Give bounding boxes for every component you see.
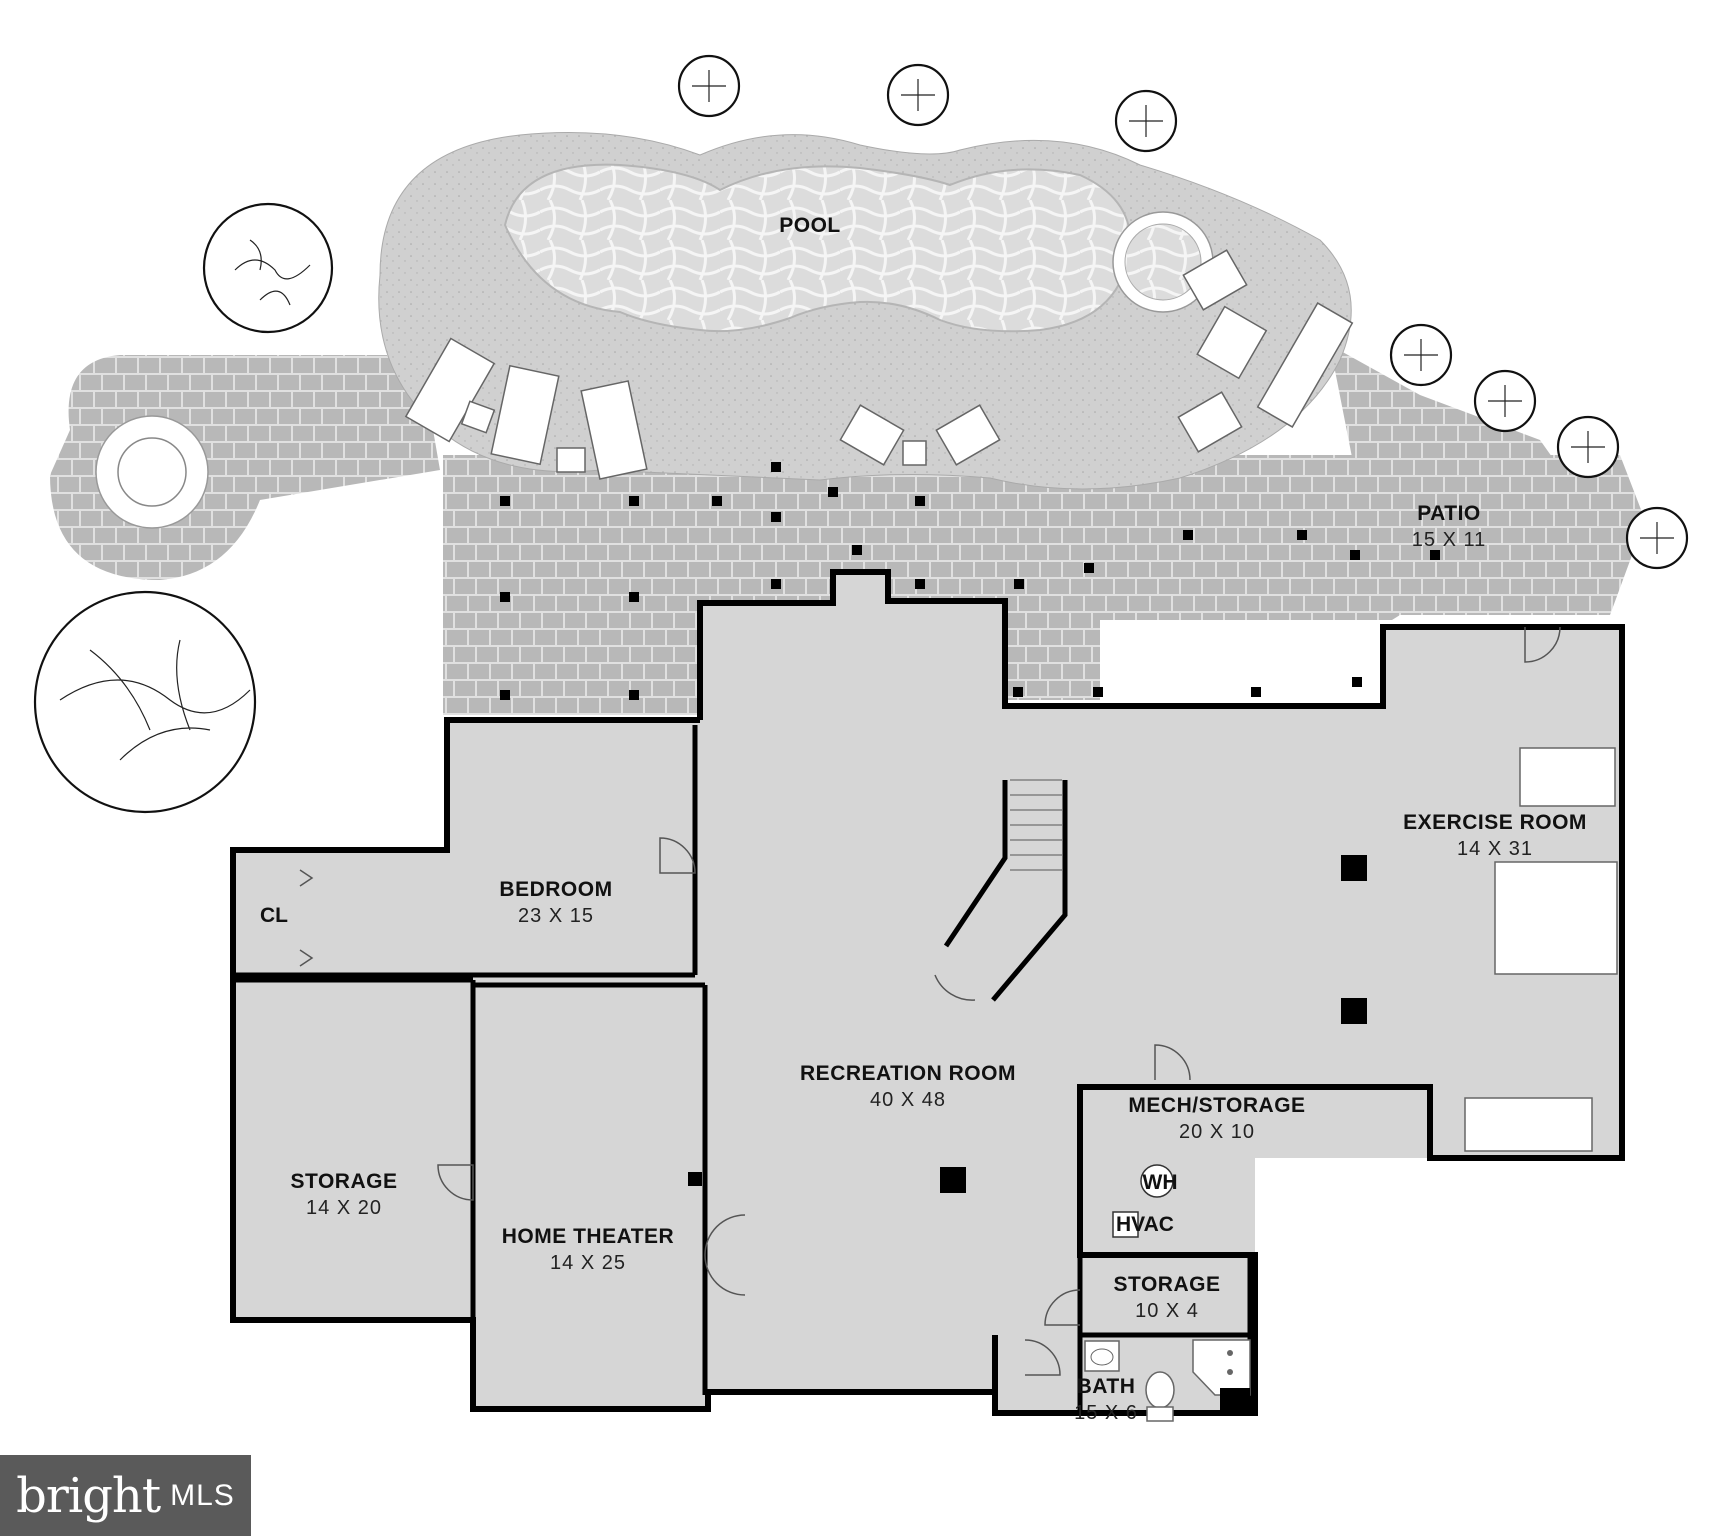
watermark-brand: bright	[16, 1467, 161, 1524]
bath-dim: 15 X 6	[1074, 1402, 1138, 1424]
hvac-icon	[1112, 1211, 1139, 1238]
patio-posts	[500, 462, 1440, 700]
hvac-label: HVAC	[1116, 1213, 1174, 1236]
lounge-chair-icon	[404, 249, 1354, 480]
water-heater-label: WH	[1143, 1171, 1178, 1194]
watermark-mls: MLS	[170, 1478, 235, 1512]
recreation-room-label: RECREATION ROOM	[800, 1062, 1016, 1085]
wall-block	[1220, 1388, 1250, 1410]
exercise-room-label: EXERCISE ROOM	[1403, 811, 1587, 834]
walls	[230, 569, 1625, 1416]
storage-left-dim: 14 X 20	[306, 1197, 382, 1219]
mech-storage-dim: 20 X 10	[1179, 1121, 1255, 1143]
sink-icon	[1084, 1340, 1120, 1372]
interior-floor	[233, 572, 1622, 1413]
fire-pit-icon	[95, 415, 209, 529]
hot-tub	[1112, 211, 1214, 313]
closet-label: CL	[260, 904, 288, 927]
bath-label: BATH	[1077, 1375, 1136, 1398]
tree-icon	[33, 202, 334, 814]
door-swings	[299, 626, 1561, 1376]
bedroom-dim: 23 X 15	[518, 905, 594, 927]
mech-storage-label: MECH/STORAGE	[1128, 1094, 1305, 1117]
stairs-icon	[943, 779, 1068, 1002]
home-theater-dim: 14 X 25	[550, 1252, 626, 1274]
recreation-room-dim: 40 X 48	[870, 1089, 946, 1111]
bright-mls-watermark: bright MLS	[0, 1455, 251, 1536]
exercise-room-dim: 14 X 31	[1457, 838, 1533, 860]
water-heater-icon	[1140, 1164, 1174, 1198]
pool-water	[503, 163, 1132, 333]
storage-small-label: STORAGE	[1114, 1273, 1221, 1296]
exercise-equipment	[1464, 747, 1618, 1152]
toilet-icon	[1145, 1371, 1175, 1422]
interior-columns	[688, 855, 1367, 1193]
storage-small-dim: 10 X 4	[1135, 1300, 1199, 1322]
home-theater-label: HOME THEATER	[502, 1225, 674, 1248]
tree-icon	[677, 54, 1689, 570]
storage-left-label: STORAGE	[291, 1170, 398, 1193]
patio-dim: 15 X 11	[1412, 529, 1486, 551]
bedroom-label: BEDROOM	[499, 878, 612, 901]
patio-label: PATIO	[1417, 502, 1481, 525]
pool-label: POOL	[779, 214, 841, 237]
